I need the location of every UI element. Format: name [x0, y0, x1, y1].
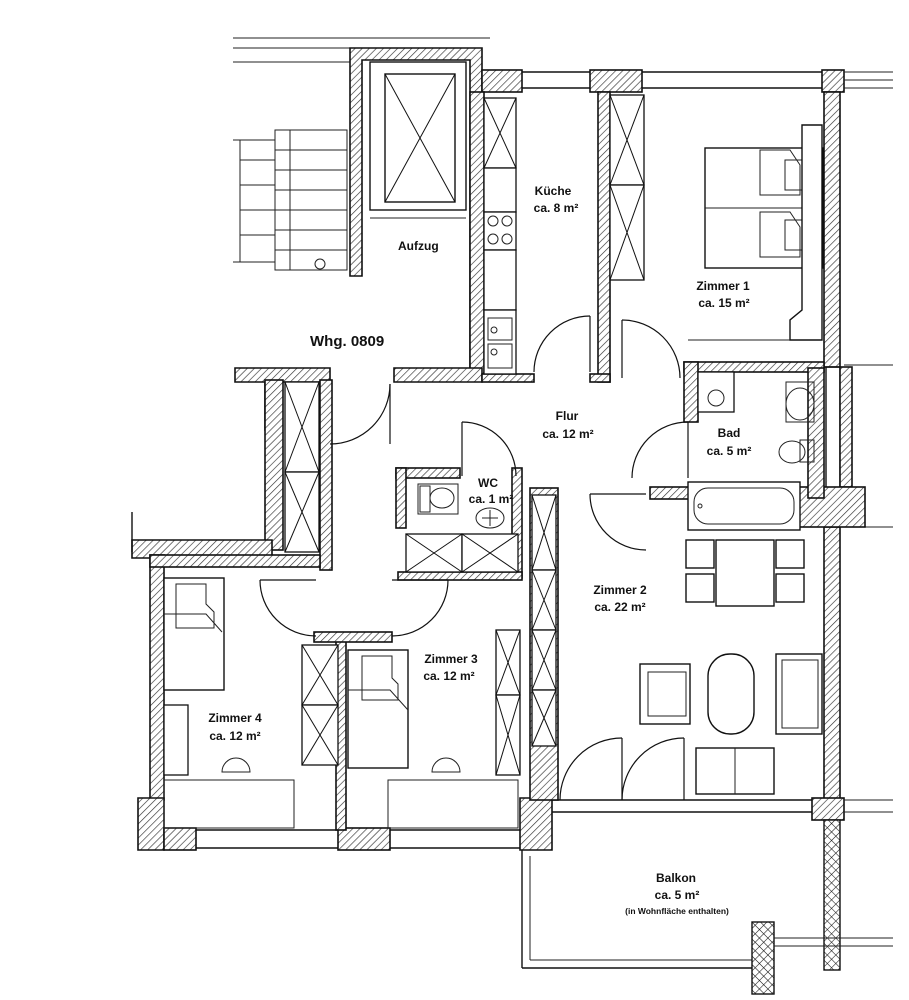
zimmer4-area: ca. 12 m² — [209, 729, 260, 743]
balkon-area: ca. 5 m² — [655, 888, 700, 902]
balkon-note: (in Wohnfläche enthalten) — [625, 906, 729, 916]
balkon-area — [521, 819, 893, 995]
kueche-label: Küche — [535, 184, 572, 198]
zimmer4-furniture — [163, 577, 295, 829]
bad-label: Bad — [718, 426, 741, 440]
apartment-title: Whg. 0809 — [310, 333, 384, 350]
bad-furniture — [687, 371, 815, 531]
zimmer3-furniture — [301, 629, 521, 829]
aufzug-label: Aufzug — [398, 239, 439, 253]
bad-area: ca. 5 m² — [707, 444, 752, 458]
staircase — [233, 37, 490, 271]
flur-wardrobe — [284, 381, 320, 553]
wc-area: ca. 1 m² — [469, 492, 514, 506]
elevator-shaft — [349, 47, 483, 373]
zimmer1-area: ca. 15 m² — [698, 296, 749, 310]
flur-label: Flur — [556, 409, 579, 423]
wc-label: WC — [478, 476, 498, 490]
zimmer1-furniture — [688, 124, 824, 341]
kitchen-furniture — [483, 94, 645, 375]
doors — [259, 315, 689, 801]
zimmer1-label: Zimmer 1 — [696, 279, 750, 293]
flur-area: ca. 12 m² — [542, 427, 593, 441]
zimmer2-furniture — [531, 494, 823, 795]
zimmer3-label: Zimmer 3 — [424, 652, 478, 666]
balkon-label: Balkon — [656, 871, 696, 885]
wc-furniture — [405, 483, 519, 573]
zimmer4-label: Zimmer 4 — [208, 711, 262, 725]
kueche-area: ca. 8 m² — [534, 201, 579, 215]
zimmer2-label: Zimmer 2 — [593, 583, 647, 597]
outer-walls — [131, 69, 893, 851]
zimmer3-area: ca. 12 m² — [423, 669, 474, 683]
zimmer2-area: ca. 22 m² — [594, 600, 645, 614]
